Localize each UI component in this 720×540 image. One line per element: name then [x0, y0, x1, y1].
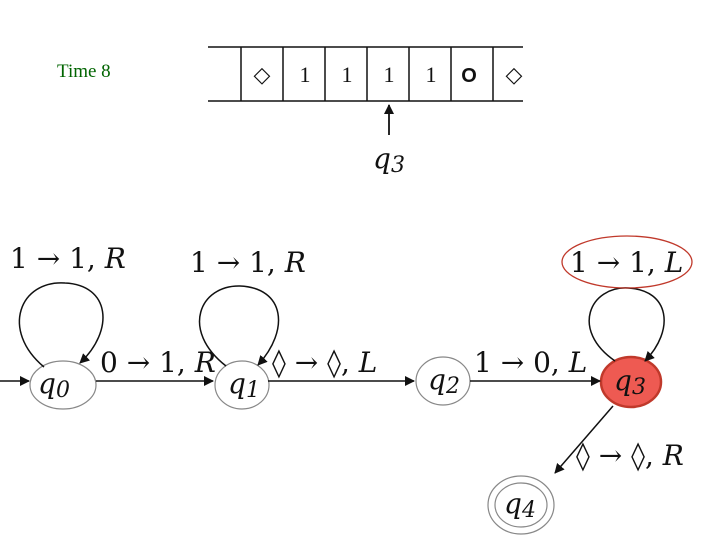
svg-text:q2: q2	[428, 363, 460, 399]
svg-text:q1: q1	[228, 367, 260, 403]
tape-head-state: q3	[373, 142, 405, 178]
tape-cell-3: 1	[384, 62, 395, 87]
tape-cell-2: 1	[342, 62, 353, 87]
svg-text:q0: q0	[38, 367, 70, 403]
label-loop-q1: 1 → 1, R	[190, 246, 306, 279]
tape-cell-1: 1	[300, 62, 311, 87]
svg-text:0 → 1, R: 0 → 1, R	[100, 346, 216, 379]
svg-text:q4: q4	[504, 487, 536, 523]
tape-cell-5: O	[461, 65, 477, 87]
loop-q0	[18, 282, 104, 368]
state-q3-active: q3	[599, 355, 663, 409]
loop-q3	[588, 287, 665, 362]
state-q2: q2	[415, 356, 471, 406]
svg-text:1 → 1, L: 1 → 1, L	[570, 246, 683, 279]
label-q1-q2: ◊ → ◊, L	[272, 346, 377, 379]
label-q2-q3: 1 → 0, L	[474, 346, 587, 379]
svg-text:◊ → ◊, L: ◊ → ◊, L	[272, 346, 377, 379]
svg-text:q3: q3	[614, 364, 646, 400]
time-label: Time 8	[57, 61, 111, 82]
tape-cell-6: ◇	[506, 62, 523, 87]
label-q0-q1: 0 → 1, R	[100, 346, 216, 379]
highlight-ring	[561, 235, 693, 289]
label-q3-q4: ◊ → ◊, R	[576, 439, 684, 472]
svg-text:1 → 1, R: 1 → 1, R	[190, 246, 306, 279]
loop-q1	[198, 285, 280, 367]
state-q0: q0	[29, 360, 97, 410]
svg-text:◊ → ◊, R: ◊ → ◊, R	[576, 439, 684, 472]
tape-cell-4: 1	[426, 62, 437, 87]
svg-text:1 → 0, L: 1 → 0, L	[474, 346, 587, 379]
state-q4-accepting: q4	[487, 475, 555, 535]
tape: ◇ 1 1 1 1 O ◇ q3	[208, 46, 523, 178]
state-q1: q1	[214, 360, 270, 410]
label-loop-q3: 1 → 1, L	[570, 246, 683, 279]
tape-cell-0: ◇	[254, 62, 271, 87]
label-loop-q0: 1 → 1, R	[10, 242, 126, 275]
svg-text:1 → 1, R: 1 → 1, R	[10, 242, 126, 275]
edge-q3-q4	[554, 405, 614, 474]
